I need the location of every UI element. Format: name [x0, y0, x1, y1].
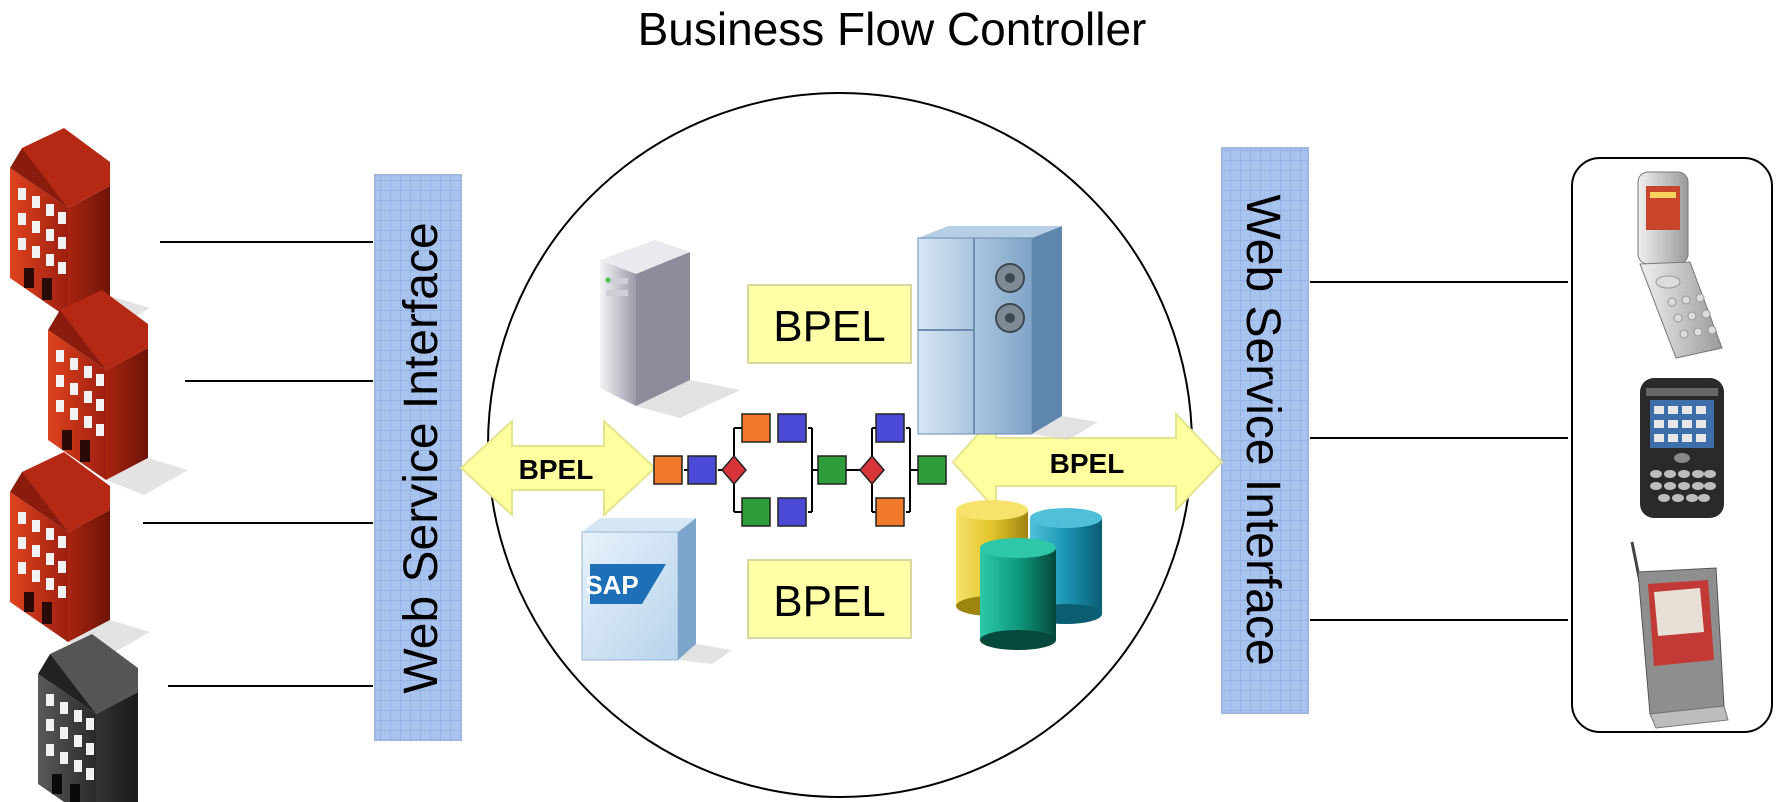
bpel-box-bottom: [747, 559, 912, 639]
activity-node: [817, 455, 847, 485]
activity-node: [875, 413, 905, 443]
right-interface-panel: [1221, 147, 1309, 714]
left-arrow-label: BPEL: [519, 454, 594, 485]
smartphone-icon: [1640, 378, 1724, 518]
bpel-box-top: [747, 284, 912, 364]
activity-node: [917, 455, 947, 485]
activity-node: [687, 455, 717, 485]
server-icon: [600, 240, 740, 418]
activity-node: [741, 413, 771, 443]
page-title: Business Flow Controller: [637, 3, 1147, 55]
activity-node: [777, 497, 807, 527]
sap-logo-text: SAP: [585, 570, 638, 600]
bpel-box-top-label: BPEL: [773, 302, 886, 351]
right-arrow-label: BPEL: [1050, 448, 1125, 479]
left-interface-panel: [374, 174, 462, 741]
flip-phone-icon: [1637, 171, 1723, 359]
pda-card-icon: [1630, 541, 1729, 729]
activity-node: [741, 497, 771, 527]
sap-cube-icon: SAP: [581, 518, 732, 664]
activity-node: [653, 455, 683, 485]
decision-node: [721, 454, 747, 486]
building-icon: [38, 634, 178, 802]
left-interface-label: Web Service Interface: [395, 222, 448, 693]
activity-node: [777, 413, 807, 443]
database-icon: [956, 500, 1102, 650]
mainframe-icon: [917, 226, 1098, 440]
bpel-box-bottom-label: BPEL: [773, 577, 886, 626]
process-nodes: [653, 413, 947, 527]
right-interface-label: Web Service Interface: [1236, 194, 1289, 665]
decision-node: [859, 454, 885, 486]
activity-node: [875, 497, 905, 527]
